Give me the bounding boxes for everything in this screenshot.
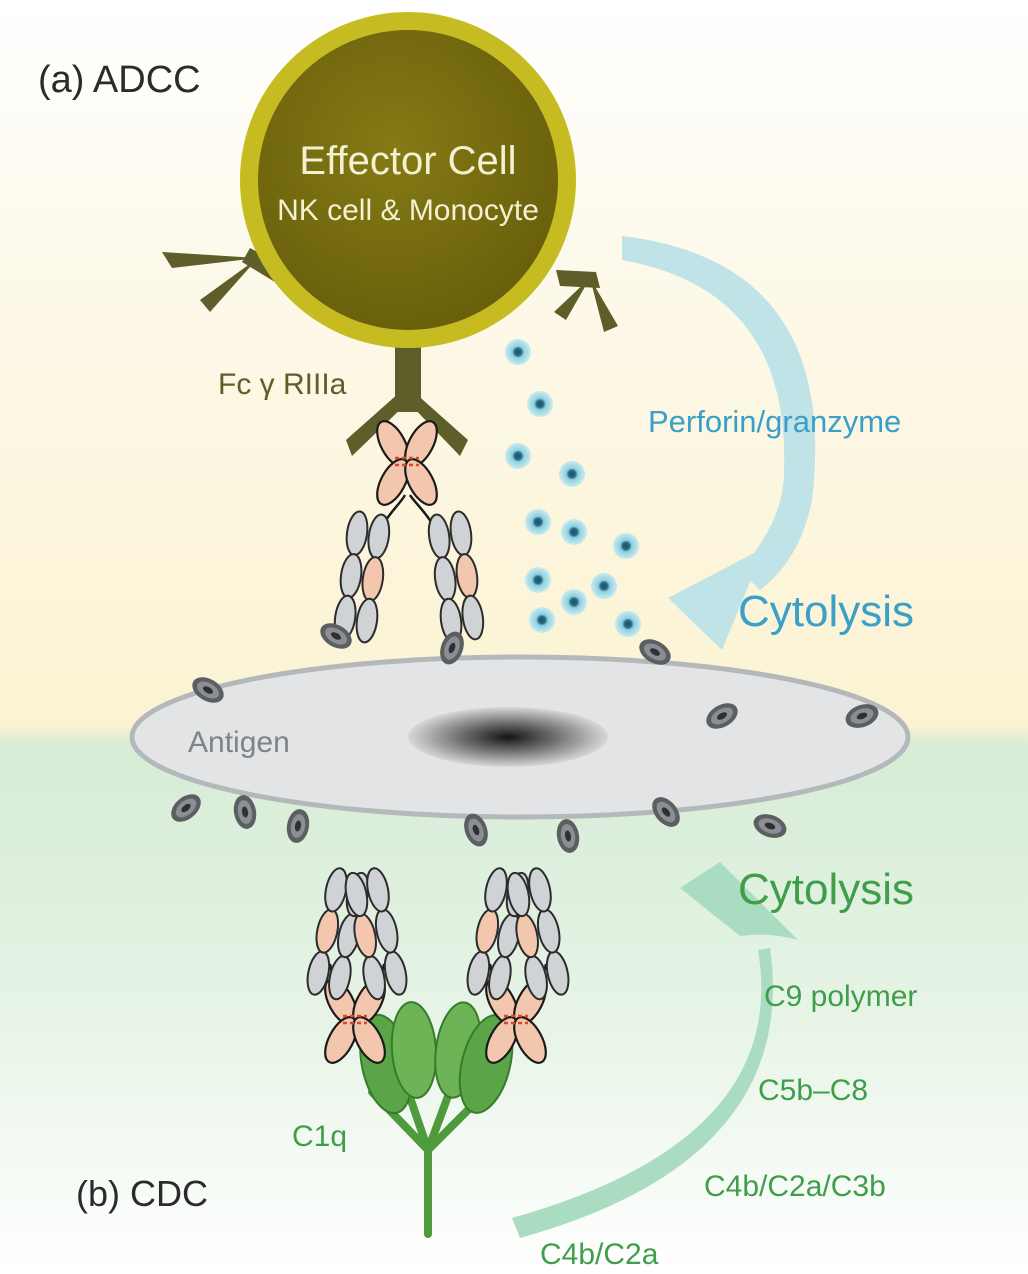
antibody-adcc — [333, 415, 485, 644]
granule — [591, 573, 617, 599]
adcc-cytolysis-label: Cytolysis — [738, 587, 914, 636]
granule — [561, 589, 587, 615]
antigen-label: Antigen — [188, 726, 290, 759]
granule — [525, 567, 551, 593]
granule — [615, 611, 641, 637]
granule — [525, 509, 551, 535]
effector-cell-subtitle: NK cell & Monocyte — [277, 194, 539, 227]
granule — [505, 443, 531, 469]
perforin-granules — [505, 339, 641, 637]
target-cell-nucleus — [408, 707, 608, 767]
panel-a-label: (a) ADCC — [38, 59, 201, 101]
fc-gamma-receptor-right — [554, 270, 618, 332]
antibody-cdc-left — [303, 867, 411, 1069]
cdc-cascade-arrow — [512, 948, 773, 1238]
perforin-arrow — [622, 236, 816, 590]
c1q-label: C1q — [292, 1120, 347, 1153]
granule — [613, 533, 639, 559]
panel-b-label: (b) CDC — [76, 1173, 208, 1214]
fc-gamma-riiia-receptor — [346, 340, 468, 456]
effector-cell-title: Effector Cell — [299, 139, 516, 183]
effector-cell-body — [258, 30, 558, 330]
cdc-arrowhead — [680, 862, 798, 940]
granule — [559, 461, 585, 487]
perforin-arrowhead — [668, 548, 764, 650]
cdc-cytolysis-label: Cytolysis — [738, 865, 914, 914]
receptor-label: Fc γ RIIIa — [218, 368, 347, 401]
perforin-granzyme-label: Perforin/granzyme — [648, 404, 901, 439]
cascade-step-c4b-c2a-c3b: C4b/C2a/C3b — [704, 1170, 886, 1203]
granule — [505, 339, 531, 365]
antibody-cdc-right — [463, 867, 573, 1069]
cascade-step-c5b-c8: C5b–C8 — [758, 1074, 868, 1107]
granule — [527, 391, 553, 417]
granule — [529, 607, 555, 633]
cascade-step-c4b-c2a: C4b/C2a — [540, 1238, 659, 1271]
cascade-step-c9-polymer: C9 polymer — [764, 980, 917, 1013]
granule — [561, 519, 587, 545]
